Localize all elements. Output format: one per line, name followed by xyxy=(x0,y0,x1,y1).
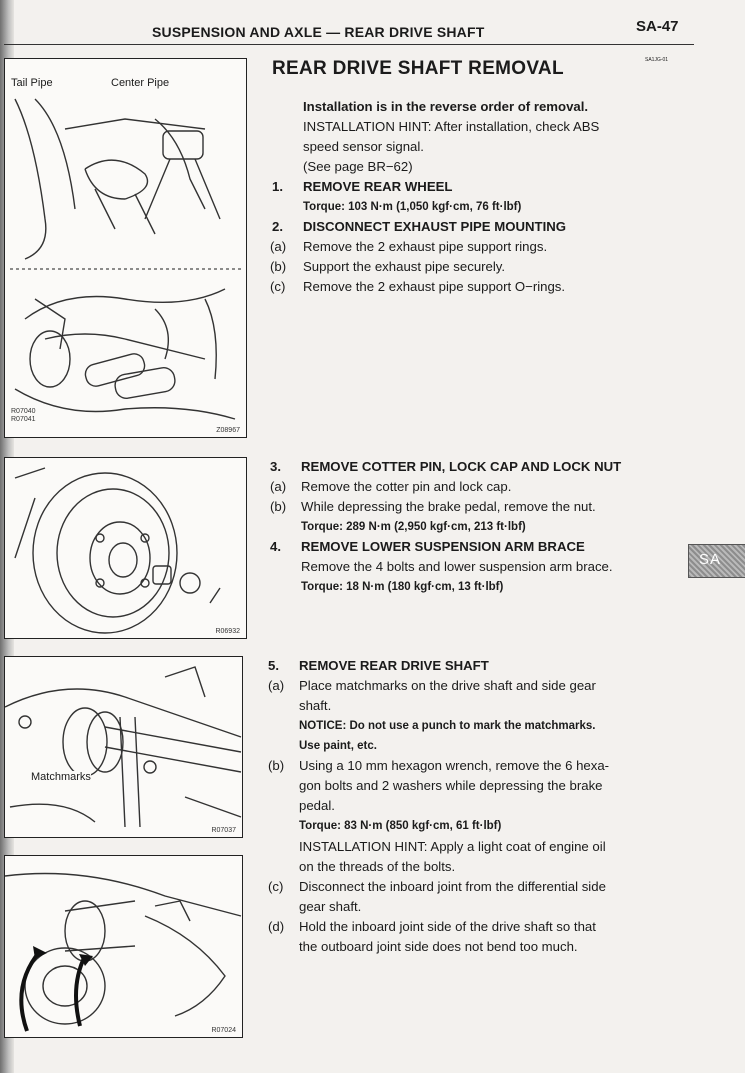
substep-text: Support the exhaust pipe securely. xyxy=(303,259,506,274)
figure-rear-hub: R06932 xyxy=(4,457,247,639)
substep-text: Hold the inboard joint side of the drive… xyxy=(299,919,596,934)
label-matchmarks: Matchmarks xyxy=(31,771,91,783)
substep-text: Place matchmarks on the drive shaft and … xyxy=(299,678,596,693)
label-center-pipe: Center Pipe xyxy=(111,77,170,89)
substep-text: Remove the 2 exhaust pipe support rings. xyxy=(303,239,548,254)
substep-letter: (a) xyxy=(270,239,287,254)
step-number: 5. xyxy=(268,658,279,673)
torque-spec: Torque: 289 N·m (2,950 kgf·cm, 213 ft·lb… xyxy=(301,521,526,533)
installation-hint: INSTALLATION HINT: Apply a light coat of… xyxy=(299,839,606,854)
substep-letter: (a) xyxy=(270,479,287,494)
step-heading: REMOVE REAR WHEEL xyxy=(303,179,453,194)
section-title: REAR DRIVE SHAFT REMOVAL xyxy=(272,58,564,79)
step-number: 2. xyxy=(272,219,283,234)
figure-inboard-joint: R07024 xyxy=(4,855,243,1038)
instruction-text: (See page BR−62) xyxy=(303,159,413,174)
step-heading: REMOVE COTTER PIN, LOCK CAP AND LOCK NUT xyxy=(301,459,622,474)
notice-text: Use paint, etc. xyxy=(299,740,377,752)
hub-illustration xyxy=(14,467,221,634)
substep-letter: (c) xyxy=(268,879,284,894)
substep-text: Remove the 2 exhaust pipe support O−ring… xyxy=(303,279,566,294)
substep-letter: (b) xyxy=(270,259,287,274)
step-number: 4. xyxy=(270,539,281,554)
inboard-joint-illustration xyxy=(5,872,242,1032)
page-number: SA-47 xyxy=(636,18,679,35)
figure-code: R07041 xyxy=(11,416,36,423)
substep-text: Disconnect the inboard joint from the di… xyxy=(299,879,606,894)
instruction-text: Installation is in the reverse order of … xyxy=(303,99,589,114)
figure-exhaust-pipe: Tail Pipe Center Pipe R07040 R07041 Z089… xyxy=(4,58,247,438)
substep-letter: (b) xyxy=(268,758,285,773)
figure-code: R07024 xyxy=(211,1027,236,1034)
drive-shaft-illustration xyxy=(5,666,242,828)
substep-text: Remove the 4 bolts and lower suspension … xyxy=(301,559,613,574)
substep-text: Remove the cotter pin and lock cap. xyxy=(301,479,512,494)
notice-text: NOTICE: Do not use a punch to mark the m… xyxy=(299,720,596,732)
step-number: 3. xyxy=(270,459,281,474)
section-tab: SA xyxy=(688,544,745,578)
substep-text: pedal. xyxy=(299,798,335,813)
substep-text: gon bolts and 2 washers while depressing… xyxy=(299,778,603,793)
label-tail-pipe: Tail Pipe xyxy=(11,77,53,89)
step-number: 1. xyxy=(272,179,283,194)
running-header: SUSPENSION AND AXLE — REAR DRIVE SHAFT xyxy=(152,24,485,40)
torque-spec: Torque: 103 N·m (1,050 kgf·cm, 76 ft·lbf… xyxy=(303,201,522,213)
figure-code: R07037 xyxy=(211,827,236,834)
instruction-text: INSTALLATION HINT: After installation, c… xyxy=(303,119,600,134)
torque-spec: Torque: 83 N·m (850 kgf·cm, 61 ft·lbf) xyxy=(299,820,502,832)
torque-spec: Torque: 18 N·m (180 kgf·cm, 13 ft·lbf) xyxy=(301,581,504,593)
substep-text: the outboard joint side does not bend to… xyxy=(299,939,578,954)
figure-code: R06932 xyxy=(215,628,240,635)
step-heading: DISCONNECT EXHAUST PIPE MOUNTING xyxy=(303,219,567,234)
installation-hint: on the threads of the bolts. xyxy=(299,859,456,874)
substep-text: shaft. xyxy=(299,698,332,713)
reference-code: SA1JG-01 xyxy=(645,57,669,63)
section-tab-label: SA xyxy=(699,551,722,568)
header-rule xyxy=(4,44,694,45)
figure-code: Z08967 xyxy=(216,427,240,434)
substep-text: gear shaft. xyxy=(299,899,362,914)
substep-text: While depressing the brake pedal, remove… xyxy=(301,499,596,514)
step-heading: REMOVE LOWER SUSPENSION ARM BRACE xyxy=(301,539,585,554)
instruction-text: speed sensor signal. xyxy=(303,139,424,154)
substep-text: Using a 10 mm hexagon wrench, remove the… xyxy=(299,758,610,773)
figure-code: R07040 xyxy=(11,408,36,415)
substep-letter: (c) xyxy=(270,279,286,294)
substep-letter: (d) xyxy=(268,919,285,934)
substep-letter: (b) xyxy=(270,499,287,514)
step-heading: REMOVE REAR DRIVE SHAFT xyxy=(299,658,489,673)
exhaust-illustration xyxy=(10,98,241,420)
substep-letter: (a) xyxy=(268,678,285,693)
figure-matchmarks: Matchmarks R07037 xyxy=(4,656,243,838)
